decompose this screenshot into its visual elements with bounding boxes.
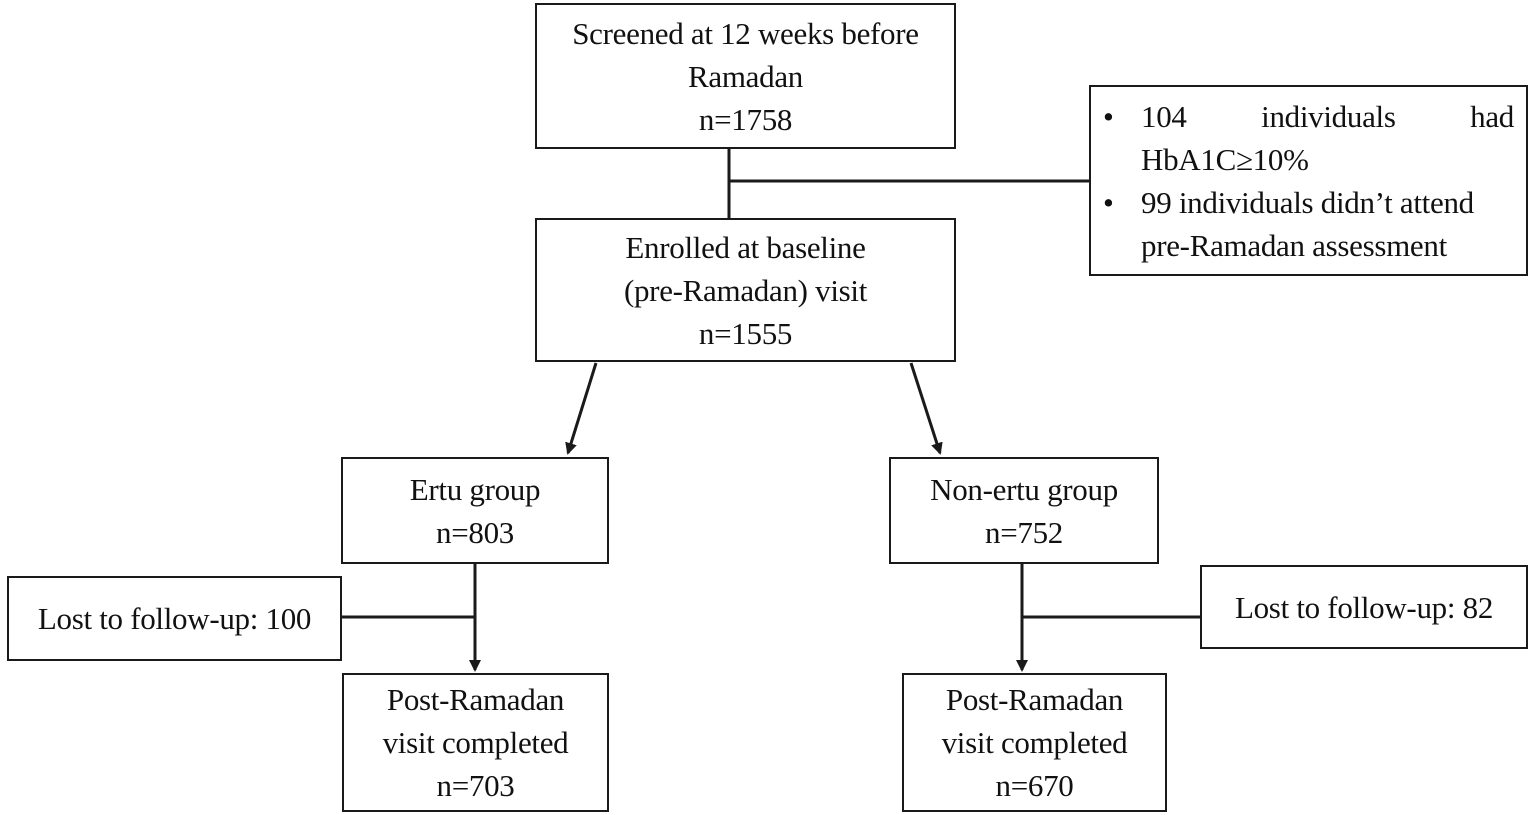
enrolled-count: n=1555 bbox=[698, 315, 793, 351]
screened-line2: Ramadan bbox=[688, 58, 803, 94]
screened-count: n=1758 bbox=[698, 101, 793, 137]
enrolled-line2: (pre-Ramadan) visit bbox=[623, 272, 868, 308]
post-ertu-count: n=703 bbox=[436, 768, 515, 803]
post-ertu-line1: Post-Ramadan bbox=[386, 682, 565, 717]
enrolled-line1: Enrolled at baseline bbox=[625, 229, 866, 265]
exclusion-item-hba1c: • 104 individuals had HbA1C≥10% bbox=[1099, 95, 1514, 181]
non-ertu-group-count: n=752 bbox=[985, 514, 1063, 550]
ertu-group-count: n=803 bbox=[436, 514, 514, 550]
exclusion-hba1c-line2: HbA1C≥10% bbox=[1141, 142, 1309, 177]
lost-follow-up-non-ertu-text: Lost to follow-up: 82 bbox=[1234, 589, 1494, 625]
non-ertu-group-label: Non-ertu group bbox=[930, 471, 1118, 507]
lost-follow-up-ertu-box: Lost to follow-up: 100 bbox=[7, 576, 342, 661]
enrolled-box: Enrolled at baseline (pre-Ramadan) visit… bbox=[535, 218, 956, 362]
post-non-ertu-line2: visit completed bbox=[941, 725, 1128, 760]
screened-box: Screened at 12 weeks before Ramadan n=17… bbox=[535, 3, 956, 149]
ertu-group-box: Ertu group n=803 bbox=[341, 457, 609, 564]
post-ertu-line2: visit completed bbox=[382, 725, 569, 760]
lost-follow-up-non-ertu-box: Lost to follow-up: 82 bbox=[1200, 565, 1528, 649]
non-ertu-group-box: Non-ertu group n=752 bbox=[889, 457, 1159, 564]
post-non-ertu-count: n=670 bbox=[995, 768, 1074, 803]
bullet-icon: • bbox=[1103, 185, 1114, 220]
exclusion-no-attend-line2: pre-Ramadan assessment bbox=[1141, 228, 1447, 263]
post-ramadan-non-ertu-box: Post-Ramadan visit completed n=670 bbox=[902, 673, 1167, 812]
arrow-enrolled-to-ertu bbox=[565, 362, 598, 455]
ertu-group-label: Ertu group bbox=[409, 471, 541, 507]
lost-follow-up-ertu-text: Lost to follow-up: 100 bbox=[37, 601, 312, 636]
exclusions-box: • 104 individuals had HbA1C≥10% • 99 ind… bbox=[1089, 85, 1528, 276]
screened-line1: Screened at 12 weeks before bbox=[572, 15, 919, 51]
exclusion-item-no-attend: • 99 individuals didn’t attend pre-Ramad… bbox=[1099, 181, 1514, 267]
bullet-icon: • bbox=[1103, 99, 1114, 134]
arrow-enrolled-to-non-ertu bbox=[909, 362, 943, 455]
exclusion-hba1c-line1: 104 individuals had bbox=[1141, 99, 1514, 134]
post-non-ertu-line1: Post-Ramadan bbox=[945, 682, 1124, 717]
exclusion-no-attend-line1: 99 individuals didn’t attend bbox=[1141, 185, 1474, 220]
post-ramadan-ertu-box: Post-Ramadan visit completed n=703 bbox=[342, 673, 609, 812]
